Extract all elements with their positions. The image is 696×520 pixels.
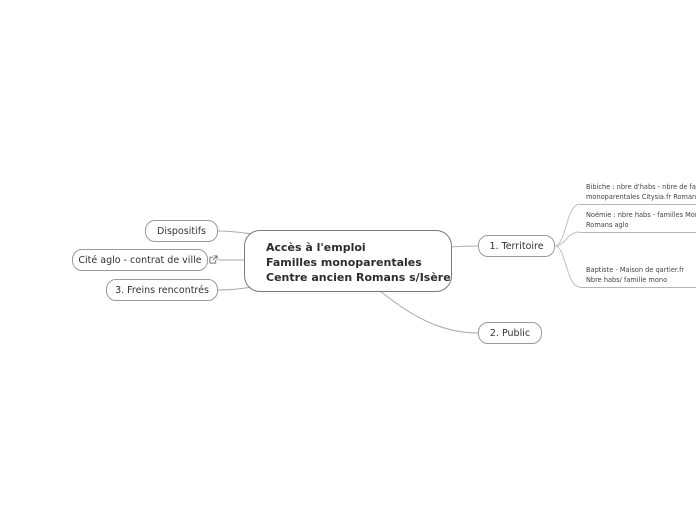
subtopic-underline: [580, 287, 696, 288]
subtopic-line: Nbre habs/ famille mono: [586, 275, 668, 284]
subtopic-baptiste[interactable]: Baptiste - Maison de qartier.fr Nbre hab…: [586, 266, 684, 285]
connector-leaf-2: [554, 231, 581, 247]
connector-dispositifs: [217, 230, 253, 235]
subtopic-underline: [580, 232, 696, 233]
central-topic[interactable]: Accès à l'emploi Familles monoparentales…: [244, 230, 452, 292]
central-topic-line: Accès à l'emploi: [266, 241, 366, 254]
connector-leaf-1: [554, 203, 581, 247]
subtopic-line: Baptiste - Maison de qartier.fr: [586, 266, 685, 274]
subtopic-line: Bibiche : nbre d'habs - nbre de familles: [586, 183, 696, 191]
subtopic-line: Noémie : nbre habs - familles Mono: [586, 211, 696, 219]
subtopic-noemie[interactable]: Noémie : nbre habs - familles Mono Roman…: [586, 211, 696, 230]
topic-public[interactable]: 2. Public: [478, 322, 542, 344]
central-topic-line: Centre ancien Romans s/Isère: [266, 271, 451, 284]
subtopic-bibiche[interactable]: Bibiche : nbre d'habs - nbre de familles…: [586, 183, 696, 202]
topic-dispositifs[interactable]: Dispositifs: [145, 220, 218, 242]
topic-cite-aglo[interactable]: Cité aglo - contrat de ville: [72, 249, 208, 271]
topic-label: Dispositifs: [157, 225, 206, 237]
connector-freins: [217, 286, 253, 291]
connector-territoire: [451, 245, 479, 248]
connector-leaf-3: [554, 245, 581, 288]
subtopic-line: Romans aglo: [586, 220, 629, 229]
topic-label: Cité aglo - contrat de ville: [78, 254, 202, 266]
topic-freins-rencontres[interactable]: 3. Freins rencontrés: [106, 279, 218, 301]
topic-label: 2. Public: [489, 327, 531, 339]
connector-public: [379, 290, 479, 334]
subtopic-line: monoparentales Citysia.fr Romans: [586, 192, 696, 201]
topic-territoire[interactable]: 1. Territoire: [478, 235, 555, 257]
subtopic-underline: [580, 204, 696, 205]
topic-label: 1. Territoire: [489, 240, 544, 252]
topic-label: 3. Freins rencontrés: [115, 284, 209, 296]
external-link-icon[interactable]: [209, 255, 218, 264]
central-topic-line: Familles monoparentales: [266, 256, 422, 269]
